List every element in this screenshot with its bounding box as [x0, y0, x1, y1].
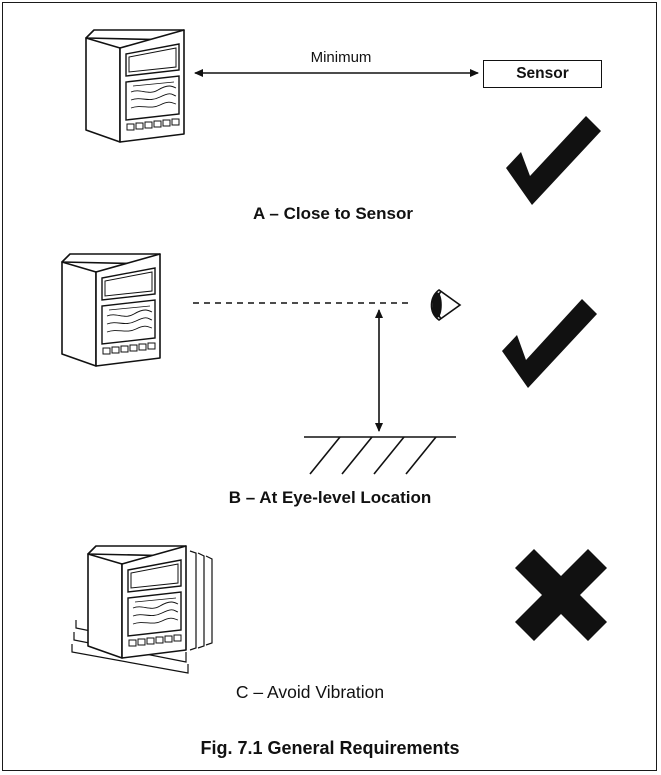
caption-avoid-vibration: C – Avoid Vibration [235, 682, 385, 702]
panel-a [85, 29, 601, 205]
recorder-b-icon [61, 253, 161, 367]
caption-close-to-sensor: A – Close to Sensor [253, 204, 413, 223]
sensor-box: Sensor [483, 60, 602, 88]
eye-icon [430, 289, 462, 321]
panel-c [71, 545, 607, 674]
cross-mark-icon [515, 549, 607, 641]
panel-b [61, 253, 597, 475]
check-mark-a-icon [506, 116, 601, 205]
caption-eye-level: B – At Eye-level Location [228, 488, 432, 507]
vibration-lines-right [189, 550, 213, 651]
check-mark-b-icon [502, 299, 597, 388]
floor-line [304, 436, 456, 475]
recorder-a-icon [85, 29, 185, 143]
recorder-c-icon [87, 545, 187, 659]
figure-title: Fig. 7.1 General Requirements [200, 738, 460, 758]
minimum-distance-label: Minimum [310, 49, 372, 66]
